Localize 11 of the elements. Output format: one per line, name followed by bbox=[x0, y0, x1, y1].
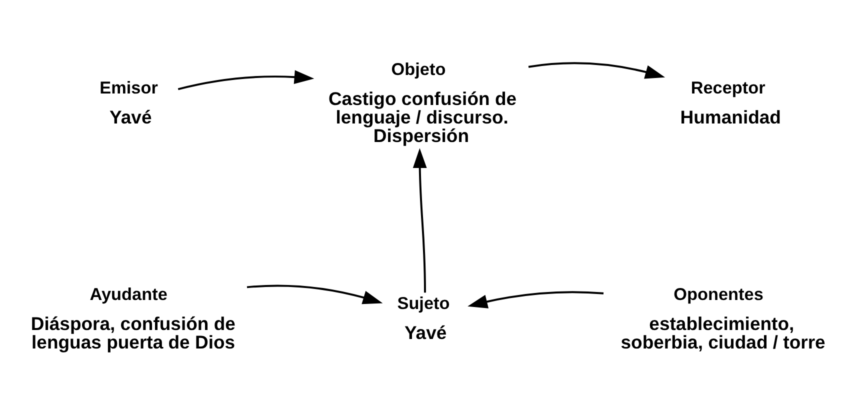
arrow bbox=[246, 284, 383, 304]
node-text: Receptor Humanidad bbox=[680, 76, 781, 128]
node-text: Objeto Castigo confusión de lenguaje / discurso. Dispersión bbox=[328, 58, 517, 146]
node-text: Oponentes establecimiento, soberbia, ciudad / torre bbox=[620, 283, 826, 352]
arrow bbox=[528, 62, 666, 78]
arrow bbox=[468, 290, 604, 308]
node-text: Emisor Yavé bbox=[100, 76, 158, 128]
node-text: Ayudante Diáspora, confusión de lenguas puerta de Dios bbox=[30, 283, 236, 352]
arrow bbox=[178, 70, 314, 90]
node-text: Sujeto Yavé bbox=[397, 292, 450, 343]
arrow bbox=[412, 148, 427, 292]
